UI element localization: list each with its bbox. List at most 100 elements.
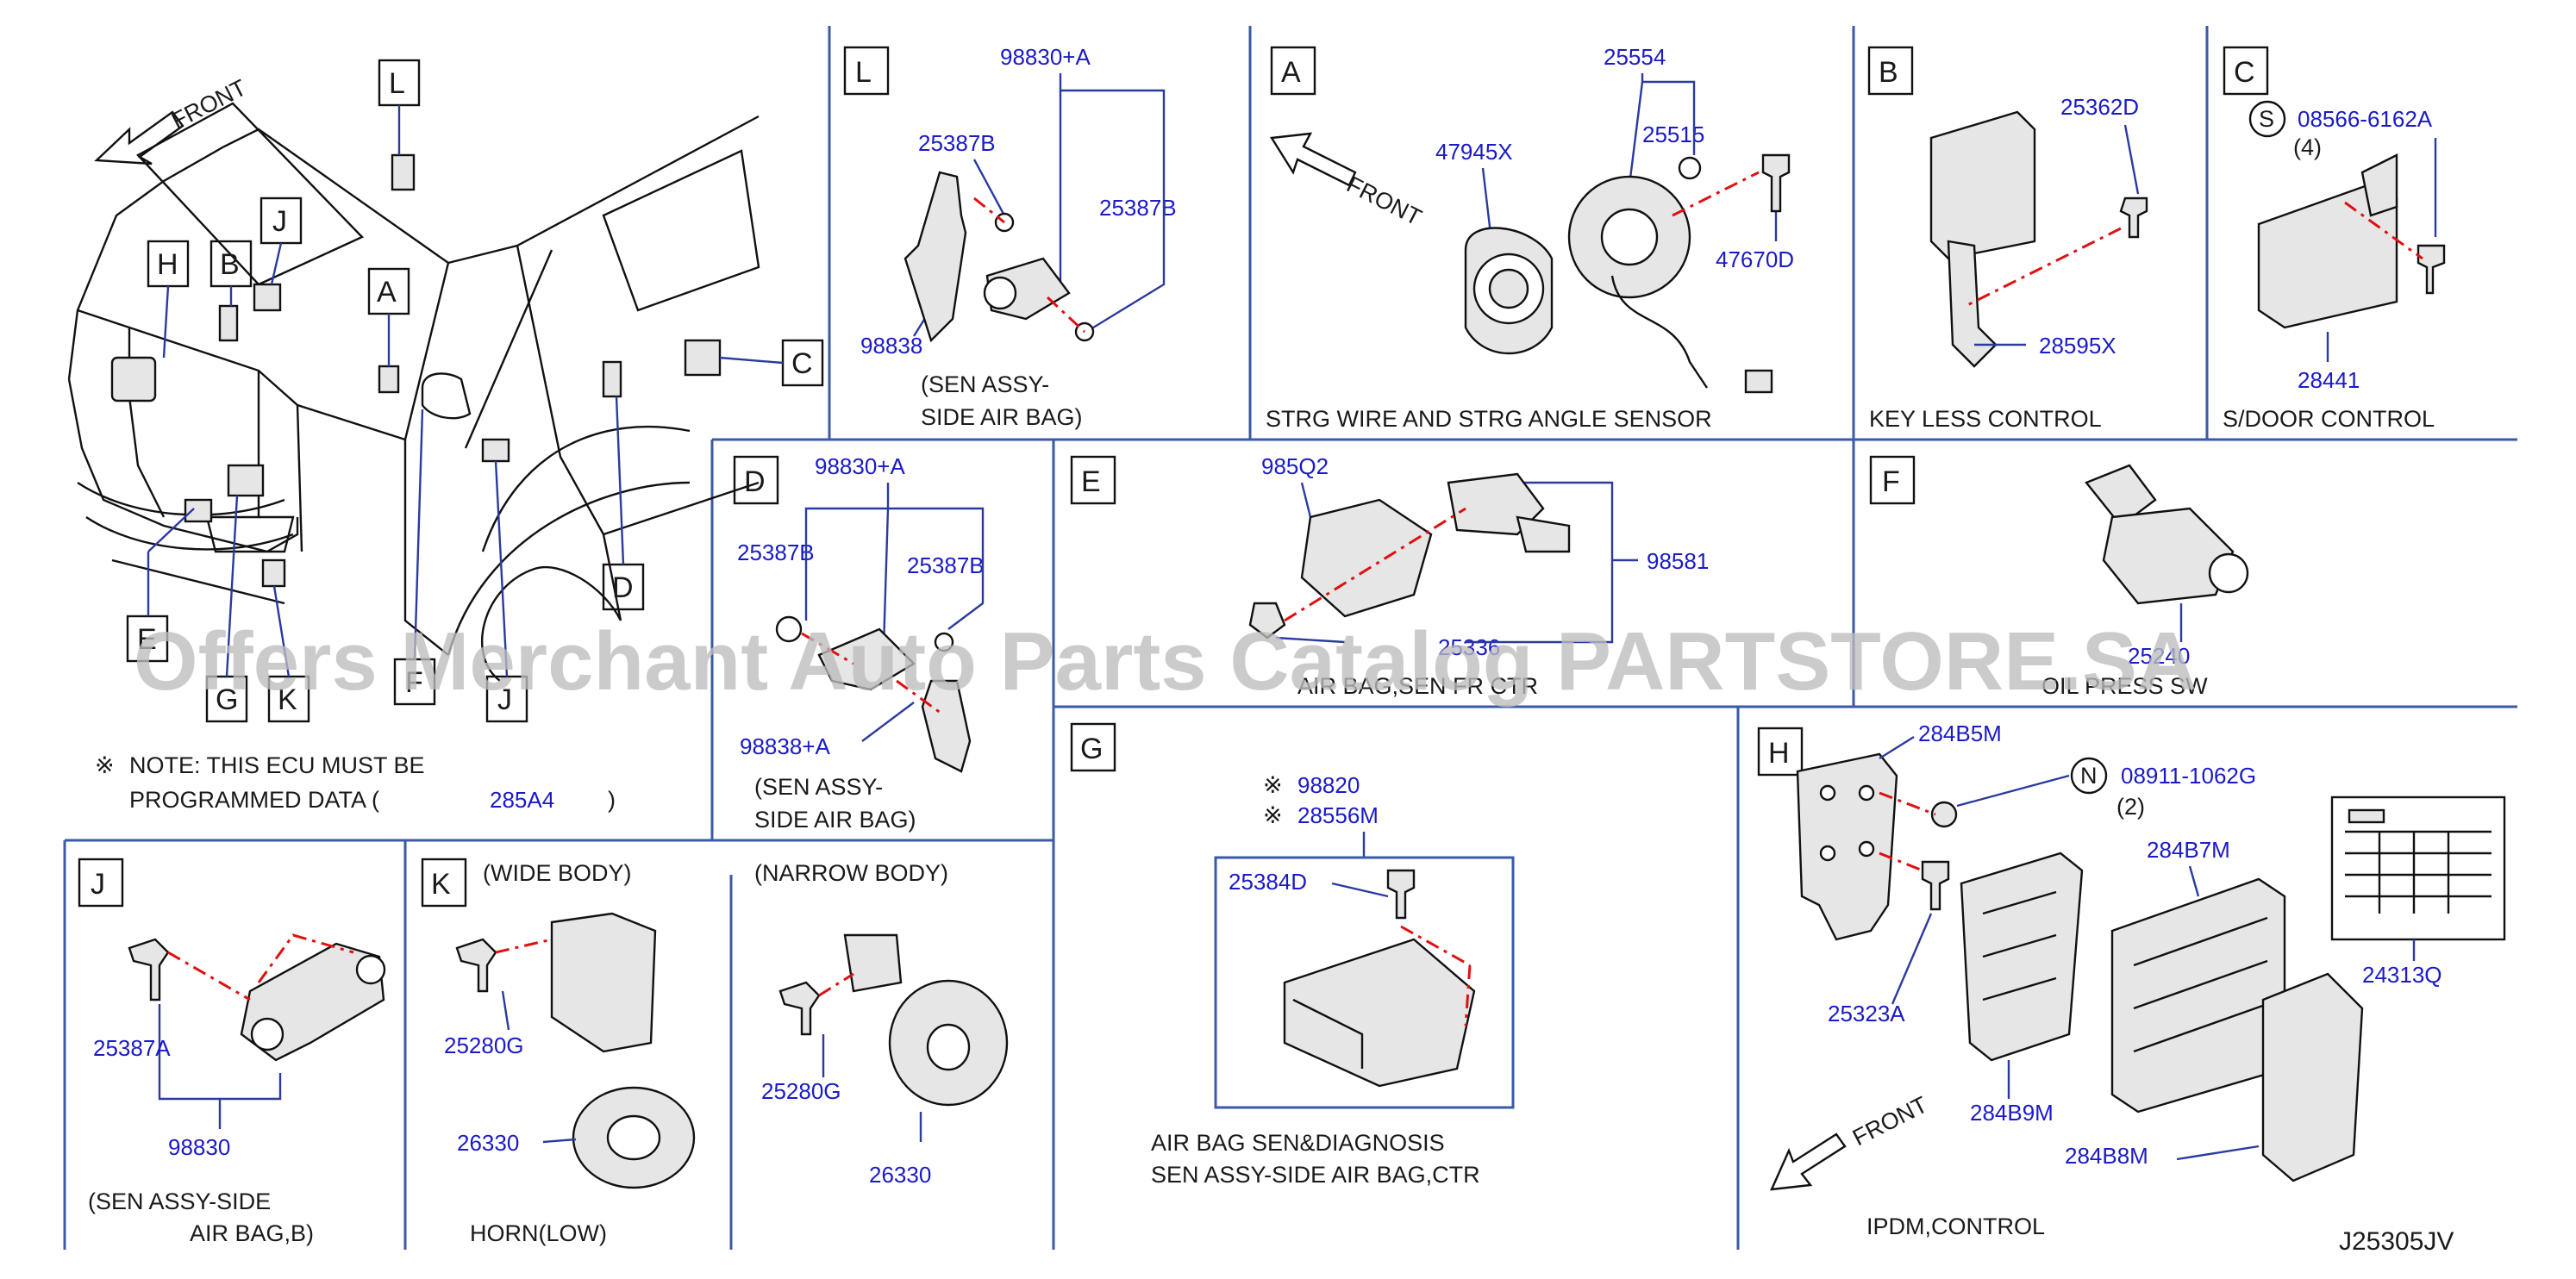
panel-G: G ※ 98820 ※ 28556M 25384D AIR BAG SEN&DI… — [1070, 722, 1515, 1188]
overview-vehicle: FRONT — [67, 59, 824, 813]
panel-F-part-25240: 25240 — [2128, 643, 2190, 669]
panel-A-letter: A — [1281, 56, 1301, 89]
panel-A-part-25554: 25554 — [1604, 44, 1666, 70]
panel-E-part-98581: 98581 — [1647, 548, 1709, 574]
panel-E-caption: AIR BAG,SEN FR CTR — [1297, 673, 1538, 699]
panel-K-wide-body: (WIDE BODY) — [483, 860, 632, 886]
callout-D: D — [612, 571, 634, 604]
panel-C-part-28441: 28441 — [2298, 367, 2360, 393]
panel-D-caption2: SIDE AIR BAG) — [754, 807, 916, 833]
panel-D-caption1: (SEN ASSY- — [754, 774, 883, 800]
panel-H-part-24313Q: 24313Q — [2362, 962, 2442, 988]
panel-B: B 25362D 28595X KEY LESS CONTROL — [1867, 46, 2148, 432]
note-line2: PROGRAMMED DATA ( — [129, 787, 379, 813]
panel-A-part-25515: 25515 — [1642, 122, 1704, 147]
note-line1: NOTE: THIS ECU MUST BE — [129, 752, 425, 778]
panel-A-part-47670D: 47670D — [1716, 246, 1794, 272]
panel-L-caption1: (SEN ASSY- — [921, 371, 1049, 397]
panel-G-part-28556M: 28556M — [1297, 802, 1379, 828]
panel-E-part-985Q2: 985Q2 — [1261, 453, 1329, 479]
panel-K-part-25280G-narrow: 25280G — [761, 1078, 841, 1104]
panel-E-letter: E — [1081, 465, 1101, 498]
diagram-code: J25305JV — [2339, 1227, 2454, 1256]
front-arrow-icon — [94, 110, 184, 165]
panel-D-part-98830A: 98830+A — [815, 453, 905, 479]
panel-D-part-25387B-right: 25387B — [907, 552, 985, 578]
panel-L: L 98830+A 25387B 25387B 98838 (SEN ASSY-… — [843, 44, 1177, 430]
panel-H-part-08911: 08911-1062G — [2121, 763, 2256, 789]
panel-A-front-arrow-icon — [1269, 132, 1357, 187]
panel-H-caption: IPDM,CONTROL — [1866, 1213, 2045, 1239]
panel-K-part-25280G-wide: 25280G — [444, 1033, 524, 1058]
callout-J-bottom: J — [497, 683, 512, 716]
panel-G-caption1: AIR BAG SEN&DIAGNOSIS — [1151, 1130, 1445, 1156]
callout-G: G — [216, 683, 238, 716]
panel-J-caption1: (SEN ASSY-SIDE — [88, 1189, 271, 1214]
callout-E: E — [137, 623, 157, 656]
panel-H-letter: H — [1768, 737, 1790, 770]
panel-L-caption2: SIDE AIR BAG) — [921, 404, 1083, 430]
panel-E-part-25336: 25336 — [1438, 634, 1500, 660]
panel-L-letter: L — [855, 56, 872, 89]
callout-J-top: J — [272, 205, 287, 238]
panel-frames — [63, 26, 2517, 1250]
panel-C: C S 08566-6162A (4) 28441 S/DOOR CONTROL — [2223, 46, 2446, 432]
note-mark: ※ — [95, 752, 115, 778]
panel-H: H 284B5M N 08911-1062G (2) 284B7M 24313Q… — [1757, 721, 2506, 1239]
panel-H-qty: (2) — [2116, 794, 2145, 820]
panel-D: D 98830+A 25387B 25387B 98838+A (SEN ASS… — [733, 453, 985, 833]
panel-B-letter: B — [1879, 56, 1898, 89]
panel-K: K (WIDE BODY) (NARROW BODY) 25280G 26330… — [421, 858, 1009, 1246]
watermark: Offers Merchant Auto Parts Catalog PARTS… — [134, 615, 2197, 708]
panel-L-part-25387B-left: 25387B — [918, 130, 996, 156]
callout-B: B — [220, 248, 240, 281]
panel-C-qty: (4) — [2293, 134, 2322, 160]
panel-D-part-98838A: 98838+A — [740, 733, 830, 759]
panel-C-caption: S/DOOR CONTROL — [2223, 406, 2435, 432]
panel-K-letter: K — [431, 868, 451, 901]
panel-B-part-28595X: 28595X — [2039, 333, 2116, 359]
panel-G-mark-1: ※ — [1263, 772, 1283, 798]
callout-F: F — [405, 666, 423, 699]
callout-K: K — [278, 683, 297, 716]
panel-B-caption: KEY LESS CONTROL — [1869, 406, 2102, 432]
panel-K-part-26330-wide: 26330 — [457, 1130, 519, 1156]
panel-H-symbol-N: N — [2080, 763, 2098, 789]
panel-G-mark-2: ※ — [1263, 802, 1283, 828]
panel-C-letter: C — [2234, 56, 2255, 89]
panel-J-caption2: AIR BAG,B) — [190, 1220, 314, 1246]
panel-A: A FRONT 25554 25515 47945X 47670D STRG W… — [1266, 44, 1794, 432]
panel-K-part-26330-narrow: 26330 — [869, 1162, 931, 1188]
panel-J-letter: J — [91, 868, 105, 901]
panel-D-part-25387B-left: 25387B — [737, 540, 815, 565]
panel-L-part-25387B-right: 25387B — [1099, 195, 1177, 221]
panel-J-part-25387A: 25387A — [93, 1035, 171, 1061]
callout-C: C — [791, 347, 813, 380]
panel-C-part-08566: 08566-6162A — [2298, 106, 2433, 132]
panel-A-part-47945X: 47945X — [1435, 139, 1513, 165]
panel-A-front-label: FRONT — [1342, 172, 1425, 231]
panel-F: F 25240 OIL PRESS SW — [1869, 455, 2249, 699]
panel-H-part-25323A: 25323A — [1828, 1001, 1905, 1026]
overview-callouts: L H B J A C D E F — [126, 59, 824, 723]
panel-D-letter: D — [744, 465, 766, 498]
panel-G-part-98820: 98820 — [1297, 772, 1360, 798]
panel-H-part-284B5M: 284B5M — [1918, 721, 2002, 746]
panel-A-caption: STRG WIRE AND STRG ANGLE SENSOR — [1266, 406, 1712, 432]
panel-L-part-98838: 98838 — [860, 333, 922, 359]
panel-E: E 985Q2 98581 25336 AIR BAG,SEN FR CTR — [1070, 453, 1709, 699]
overview-front-label: FRONT — [167, 74, 250, 134]
panel-H-front-label: FRONT — [1848, 1091, 1931, 1151]
panel-C-symbol-S: S — [2259, 106, 2274, 132]
panel-L-part-98830A: 98830+A — [1000, 44, 1091, 70]
panel-H-part-284B9M: 284B9M — [1970, 1100, 2054, 1126]
panel-G-part-25384D: 25384D — [1229, 869, 1307, 895]
panel-G-letter: G — [1080, 733, 1103, 765]
panel-K-narrow-body: (NARROW BODY) — [754, 860, 948, 886]
panel-J-part-98830: 98830 — [168, 1134, 230, 1160]
panel-F-letter: F — [1882, 465, 1900, 498]
panel-F-caption: OIL PRESS SW — [2041, 673, 2208, 699]
panel-J: J 25387A 98830 (SEN ASSY-SIDE AIR BAG,B) — [78, 858, 386, 1246]
note-line2-end: ) — [608, 787, 616, 813]
